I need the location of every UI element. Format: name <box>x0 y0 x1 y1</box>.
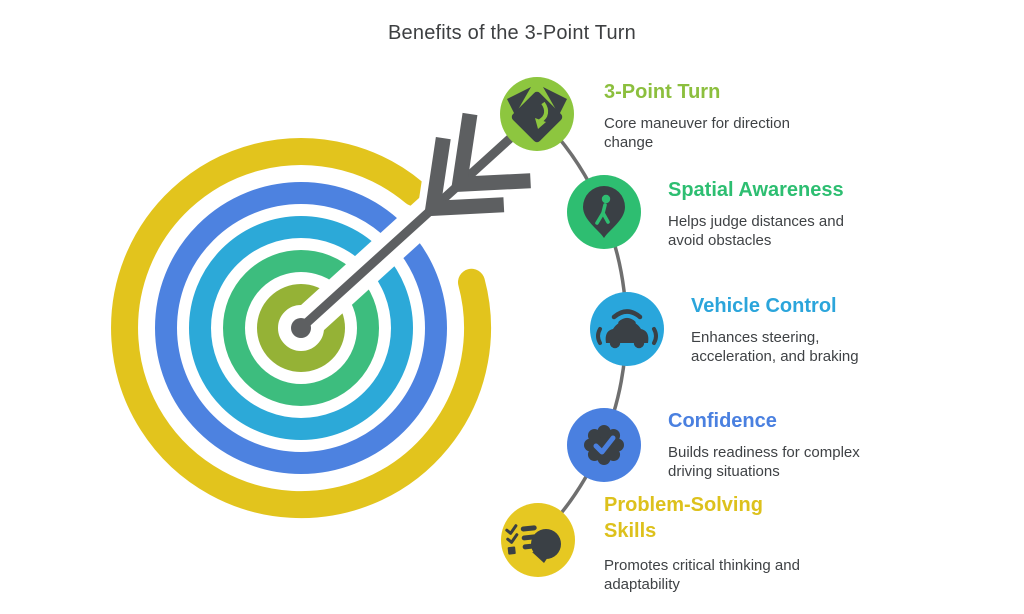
item-description: Enhances steering, acceleration, and bra… <box>691 329 859 365</box>
benefit-item-problem-solving-skills: Problem-Solving Skills Promotes critical… <box>604 492 826 594</box>
ring-yellow <box>111 138 492 519</box>
verified-badge-check-icon <box>567 408 641 482</box>
arrow-tip-dot <box>291 318 311 338</box>
arrow-fletching-front <box>424 136 505 217</box>
item-heading: Problem-Solving Skills <box>604 494 763 542</box>
page-title: Benefits of the 3-Point Turn <box>388 22 636 44</box>
arrow <box>291 110 541 338</box>
item-heading: Spatial Awareness <box>668 179 844 201</box>
arrow-fletching-back <box>450 112 531 193</box>
item-description: Core maneuver for direction change <box>604 115 790 151</box>
ring-olive-center <box>257 284 345 372</box>
thinking-head-checklist-icon <box>501 503 575 577</box>
turn-sign-icon <box>500 77 574 151</box>
benefit-item-confidence: Confidence Builds readiness for complex … <box>668 408 880 481</box>
arrow-shaft <box>297 110 541 332</box>
item-heading: 3-Point Turn <box>604 81 721 103</box>
ring-cyan <box>189 216 413 440</box>
ring-green <box>223 250 379 406</box>
item-heading: Confidence <box>668 410 777 432</box>
benefit-item-spatial-awareness: Spatial Awareness Helps judge distances … <box>668 177 880 250</box>
connected-car-icon <box>590 292 664 366</box>
benefit-item-vehicle-control: Vehicle Control Enhances steering, accel… <box>691 293 903 366</box>
item-description: Helps judge distances and avoid obstacle… <box>668 213 844 249</box>
item-description: Builds readiness for complex driving sit… <box>668 444 860 480</box>
item-heading: Vehicle Control <box>691 295 837 317</box>
bullseye-target <box>111 138 492 519</box>
ring-blue <box>155 182 447 474</box>
location-pin-person-icon <box>567 175 641 249</box>
item-description: Promotes critical thinking and adaptabil… <box>604 557 800 593</box>
benefit-item-3-point-turn: 3-Point Turn Core maneuver for direction… <box>604 79 816 152</box>
